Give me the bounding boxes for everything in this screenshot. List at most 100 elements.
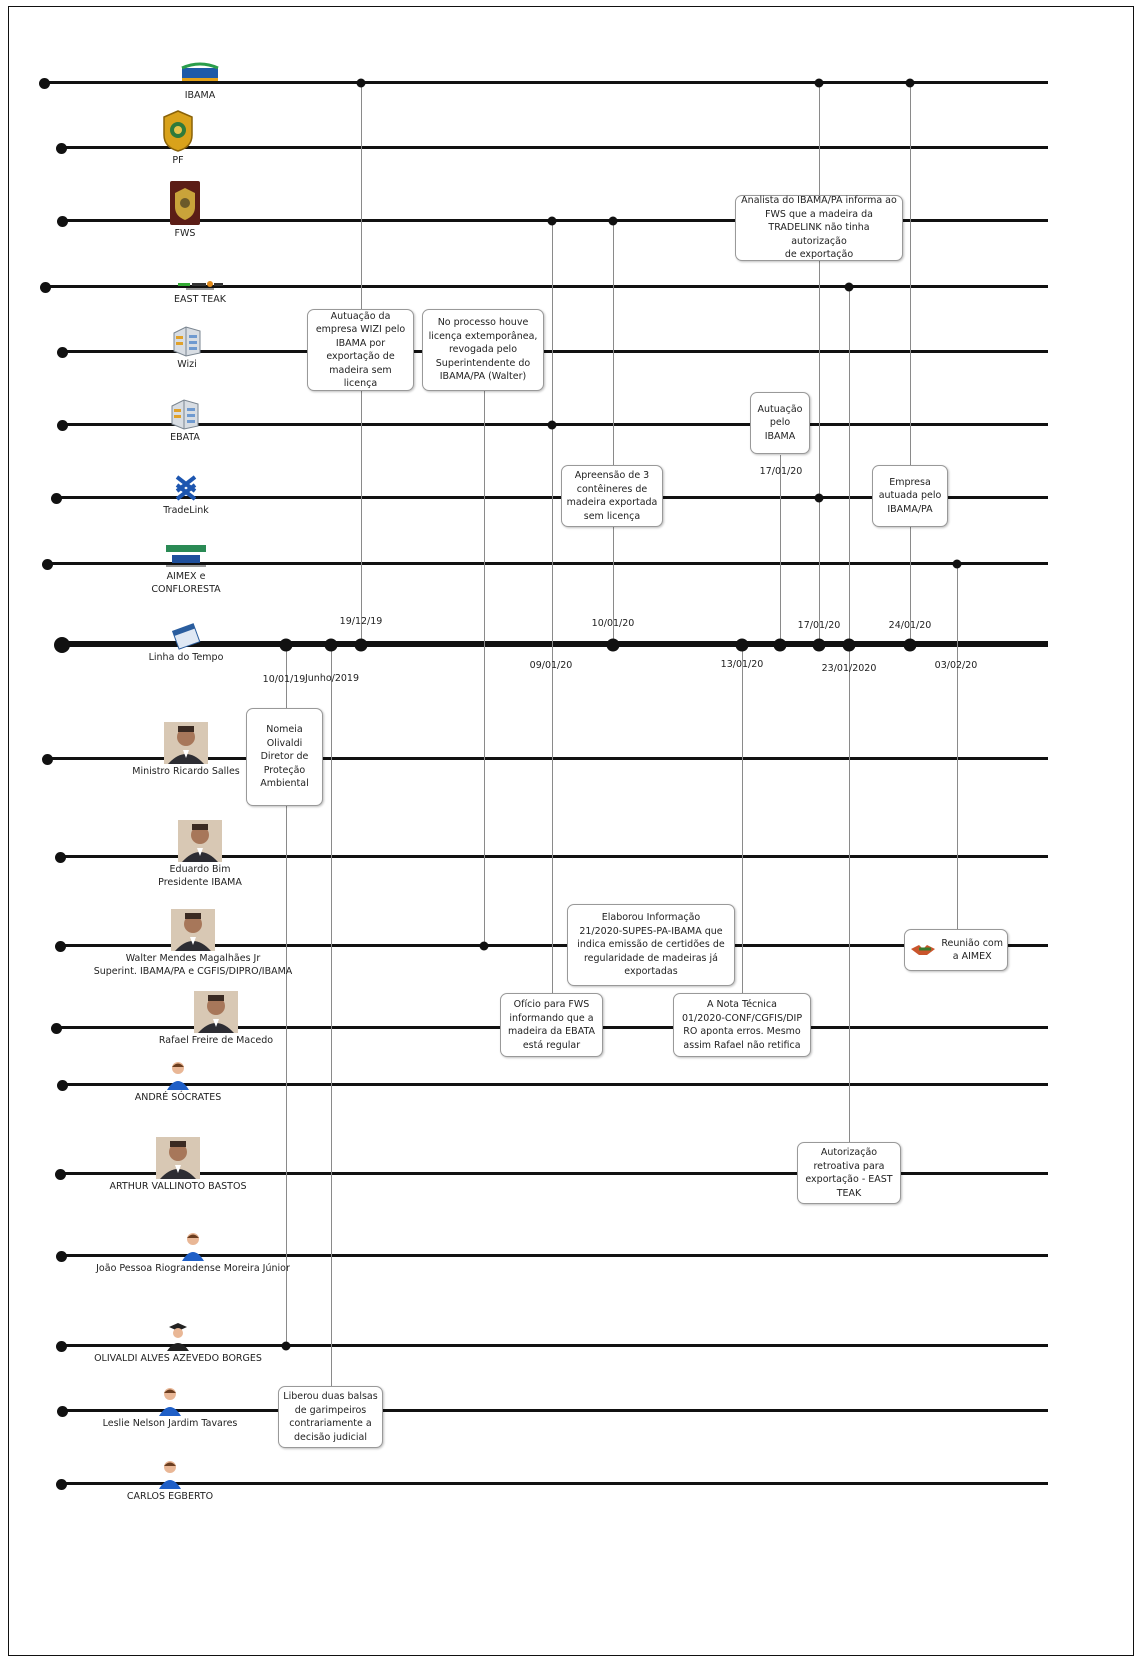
lane-label-carlos: CARLOS EGBERTO — [126, 1491, 214, 1502]
connector-line — [849, 286, 850, 1142]
event-box: No processo houve licença extemporânea, … — [422, 309, 544, 391]
calendar-icon — [171, 620, 201, 654]
lane-start-dot — [56, 1405, 68, 1417]
event-node — [812, 638, 826, 652]
lane-start-dot — [56, 215, 68, 227]
event-node — [281, 1341, 291, 1351]
connector-line — [957, 563, 958, 929]
lane-label-timeline: Linha do Tempo — [148, 652, 224, 663]
lane-label-bim: Eduardo Bim Presidente IBAMA — [158, 864, 242, 888]
event-box: Analista do IBAMA/PA informa ao FWS que … — [735, 195, 903, 261]
lane-label-ibama: IBAMA — [184, 90, 216, 101]
person-photo-icon — [171, 909, 215, 955]
event-box: Empresa autuada pelo IBAMA/PA — [872, 465, 948, 527]
date-label: Junho/2019 — [304, 673, 360, 684]
lane-label-olivaldi: OLIVALDI ALVES AZEVEDO BORGES — [94, 1353, 262, 1364]
event-box: Liberou duas balsas de garimpeiros contr… — [278, 1386, 383, 1448]
lane-line-timeline — [62, 641, 1048, 647]
lane-label-walter: Walter Mendes Magalhães Jr Superint. IBA… — [93, 953, 293, 977]
lane-line-leslie — [62, 1409, 1048, 1412]
date-label: 10/01/20 — [591, 618, 635, 629]
lane-start-dot — [38, 77, 50, 89]
lane-start-dot — [56, 419, 68, 431]
event-box: Ofício para FWS informando que a madeira… — [500, 993, 603, 1057]
ibama-logo-icon — [178, 62, 222, 90]
date-label: 17/01/20 — [797, 620, 841, 631]
lane-line-wizi — [62, 350, 1048, 353]
event-box: Nomeia Olivaldi Diretor de Proteção Ambi… — [246, 708, 323, 806]
lane-label-wizi: Wizi — [177, 359, 197, 370]
event-node — [356, 78, 366, 88]
lane-line-joao — [61, 1254, 1048, 1257]
lane-label-leslie: Leslie Nelson Jardim Tavares — [102, 1418, 238, 1429]
event-box: Autuação da empresa WIZI pelo IBAMA por … — [307, 309, 414, 391]
lane-line-aimex — [47, 562, 1048, 565]
graduate-icon — [165, 1321, 191, 1355]
event-node — [952, 559, 962, 569]
event-box: Reunião com a AIMEX — [904, 929, 1008, 971]
lane-start-dot — [56, 346, 68, 358]
event-node — [608, 216, 618, 226]
lane-start-dot — [55, 142, 67, 154]
lane-label-arthur: ARTHUR VALLINOTO BASTOS — [109, 1181, 247, 1192]
person-photo-icon — [156, 1137, 200, 1183]
event-node — [547, 216, 557, 226]
event-node — [606, 638, 620, 652]
lane-line-salles — [47, 757, 1048, 760]
date-label: 19/12/19 — [339, 616, 383, 627]
lane-start-dot — [41, 753, 53, 765]
event-node — [844, 282, 854, 292]
person-icon — [165, 1060, 191, 1094]
event-box: A Nota Técnica 01/2020-CONF/CGFIS/DIP RO… — [673, 993, 811, 1057]
diagram-frame — [8, 6, 1134, 1656]
connector-line — [819, 82, 820, 644]
event-node — [773, 638, 787, 652]
lane-start-dot — [50, 492, 62, 504]
event-node — [354, 638, 368, 652]
event-node — [842, 638, 856, 652]
lane-start-dot — [54, 851, 66, 863]
lane-line-pf — [61, 146, 1048, 149]
lane-label-aimex: AIMEX e CONFLORESTA — [151, 571, 221, 595]
event-node — [324, 638, 338, 652]
connector-line — [484, 390, 485, 945]
east-teak-logo-icon — [176, 278, 224, 297]
connector-line — [780, 455, 781, 644]
lane-label-tradelink: TradeLink — [163, 505, 209, 516]
event-node — [903, 638, 917, 652]
lane-line-olivaldi — [61, 1344, 1048, 1347]
fws-badge-icon — [169, 180, 201, 230]
date-label: 09/01/20 — [529, 660, 573, 671]
event-box: Elaborou Informação 21/2020-SUPES-PA-IBA… — [567, 904, 735, 986]
lane-label-andre: ANDRÉ SÓCRATES — [134, 1092, 222, 1103]
event-node — [547, 420, 557, 430]
pf-badge-icon — [161, 109, 195, 157]
event-node — [814, 78, 824, 88]
lane-label-salles: Ministro Ricardo Salles — [132, 766, 240, 777]
lane-line-ibama — [44, 81, 1048, 84]
event-box: Apreensão de 3 contêineres de madeira ex… — [561, 465, 663, 527]
event-node — [814, 493, 824, 503]
aimex-logo-icon — [162, 543, 210, 573]
lane-line-arthur — [60, 1172, 1048, 1175]
person-icon — [157, 1459, 183, 1493]
tradelink-logo-icon — [171, 473, 201, 507]
event-node — [479, 941, 489, 951]
handshake-icon — [909, 937, 942, 965]
lane-line-carlos — [61, 1482, 1048, 1485]
lane-start-dot — [41, 558, 53, 570]
event-box: Autorização retroativa para exportação -… — [797, 1142, 901, 1204]
lane-start-dot — [55, 1478, 67, 1490]
lane-line-bim — [60, 855, 1048, 858]
connector-line — [286, 644, 287, 1345]
lane-line-walter — [60, 944, 1048, 947]
lane-start-dot — [55, 1340, 67, 1352]
connector-line — [331, 644, 332, 1386]
event-node — [905, 78, 915, 88]
person-photo-icon — [194, 991, 238, 1037]
event-box: Autuação pelo IBAMA — [750, 392, 810, 454]
building-icon — [170, 323, 204, 361]
lane-start-dot — [54, 940, 66, 952]
event-node — [735, 638, 749, 652]
building-icon — [168, 396, 202, 434]
